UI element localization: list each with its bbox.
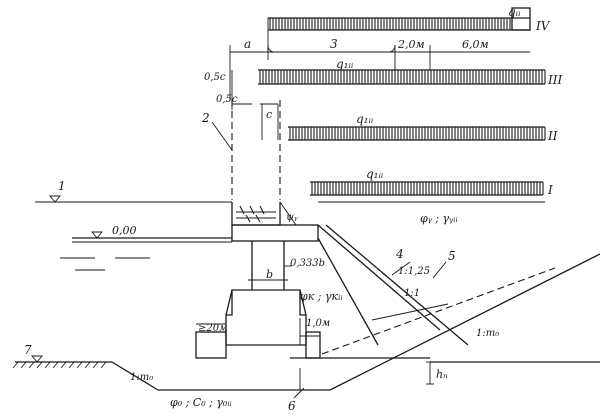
- load-label-iii: q₁ᵢᵢ: [336, 57, 354, 71]
- ground-hatch-tick: [84, 361, 91, 369]
- dim-1m: 1,0м: [306, 318, 330, 329]
- soil-k-params: φк ; γкᵢᵢ: [300, 290, 343, 303]
- slope-1-1: 1:1: [404, 288, 420, 299]
- fill-slope: [290, 224, 556, 359]
- psi-angle: ψᵧ: [286, 212, 298, 223]
- load-band-iii: [258, 69, 546, 85]
- roman-iv: IV: [535, 19, 551, 33]
- wall-dashed-outline: [231, 100, 281, 200]
- ground-hatch-tick: [20, 361, 27, 369]
- water-level-000: [60, 231, 232, 271]
- load-band-i: [310, 181, 544, 196]
- dim-half-c-1: 0,5с: [204, 72, 226, 83]
- ground-hatch-tick: [28, 361, 35, 369]
- dim-c: c: [266, 108, 272, 121]
- dimension-lines-top: [229, 44, 530, 110]
- ground-hatch-tick: [60, 361, 67, 369]
- dim-0333b: 0,333b: [290, 258, 325, 269]
- load-band-iv: [267, 7, 531, 52]
- ground-hatch-tick: [36, 361, 43, 369]
- level-7: 7: [24, 343, 32, 357]
- load-label-ii: q₁ᵢᵢ: [356, 112, 374, 126]
- ground-hatch-tick: [100, 361, 107, 369]
- slope-m0-left: 1:m₀: [130, 372, 153, 383]
- slope-m0-right: 1:m₀: [476, 328, 499, 339]
- level-1: 1: [58, 179, 66, 193]
- superstructure: [231, 201, 319, 242]
- load-label-iv: qᵢᵢ: [508, 5, 521, 19]
- ground-hatch-tick: [52, 361, 59, 369]
- slope-1-125: 1:1,25: [398, 266, 430, 277]
- ground-hatch-tick: [44, 361, 51, 369]
- pier-column: [248, 241, 292, 290]
- soil-fill-params: φᵧ ; γᵧᵢᵢ: [420, 212, 458, 225]
- ground-hatch-tick: [68, 361, 75, 369]
- callout-5: 5: [448, 249, 456, 263]
- roman-ii: II: [547, 129, 558, 143]
- callout-4: 4: [395, 247, 404, 261]
- load-band-ii: [288, 126, 546, 141]
- load-label-i: q₁ᵢᵢ: [366, 167, 384, 181]
- dim-b: b: [266, 268, 273, 281]
- dim-3: 3: [330, 37, 338, 51]
- ground-hatch-tick: [12, 361, 19, 369]
- dim-20m: ≥20м: [198, 323, 227, 334]
- roman-iii: III: [547, 73, 562, 87]
- callout-leaders: [211, 121, 447, 399]
- roman-i: I: [547, 183, 553, 197]
- level-000: 0,00: [112, 224, 137, 237]
- dim-6m: 6,0м: [462, 38, 489, 51]
- soil-base-params: φ₀ ; C₀ ; γ₀ᵢᵢ: [170, 396, 232, 409]
- callout-2: 2: [201, 111, 210, 125]
- ground-line: [12, 253, 601, 391]
- dim-a: a: [244, 37, 251, 51]
- ground-hatch-tick: [76, 361, 83, 369]
- callout-6: 6: [288, 399, 296, 413]
- water-level-1: [35, 195, 545, 203]
- ground-hatch-tick: [92, 361, 99, 369]
- dim-hn: hₙ: [436, 368, 448, 381]
- dim-half-c-2: 0,5с: [216, 94, 238, 105]
- dim-2m: 2,0м: [397, 38, 425, 51]
